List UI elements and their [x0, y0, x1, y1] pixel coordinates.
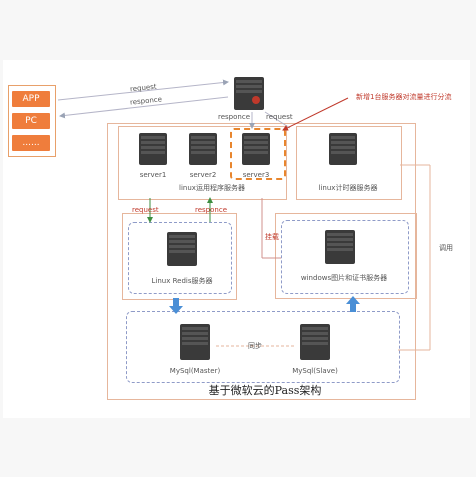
- redis-label: Linux Redis服务器: [151, 277, 213, 285]
- windows-panel: [275, 213, 417, 299]
- mysql-slave-label: MySql(Slave): [292, 367, 338, 375]
- mysql-master-label: MySql(Master): [169, 367, 221, 375]
- app-server-panel: [118, 126, 287, 200]
- client-pc: PC: [12, 113, 50, 129]
- scheduler-panel: [296, 126, 402, 200]
- mysql-dashbox: [126, 311, 400, 383]
- edge-label-request-left: request: [132, 206, 159, 214]
- scheduler-server-icon: [327, 131, 359, 167]
- client-group: APP PC ......: [8, 85, 56, 157]
- load-balancer-server-icon: [232, 74, 266, 112]
- windows-label: windows图片和证书服务器: [300, 274, 388, 282]
- architecture-frame: [107, 123, 416, 400]
- mysql-master-icon: [178, 322, 212, 362]
- architecture-title: 基于微软云的Pass架构: [208, 384, 322, 397]
- edge-label-call: 调用: [439, 244, 453, 252]
- scheduler-label: linux计时器服务器: [318, 184, 378, 192]
- client-app: APP: [12, 91, 50, 107]
- annotation-new-server: 新增1台服务器对流量进行分流: [356, 93, 452, 101]
- edge-label-response-left: responce: [195, 206, 227, 214]
- edge-label-mount: 挂载: [265, 233, 279, 241]
- redis-server-icon: [165, 230, 199, 268]
- windows-dashbox: [281, 220, 409, 294]
- app-cluster-label: linux运用程序服务器: [179, 184, 245, 192]
- edge-label-response-mid: responce: [218, 113, 250, 121]
- edge-label-request-mid: request: [266, 113, 293, 121]
- windows-server-icon: [323, 228, 357, 266]
- server3-icon: [240, 131, 272, 167]
- redis-panel: [122, 213, 237, 300]
- server1-label: server1: [139, 171, 167, 179]
- mysql-slave-icon: [298, 322, 332, 362]
- server1-icon: [137, 131, 169, 167]
- server2-icon: [187, 131, 219, 167]
- server2-label: server2: [189, 171, 217, 179]
- edge-label-sync: 同步: [248, 342, 262, 350]
- client-more: ......: [12, 135, 50, 151]
- redis-dashbox: [128, 222, 232, 294]
- server3-highlight: [230, 128, 286, 180]
- server3-label: server3: [242, 171, 270, 179]
